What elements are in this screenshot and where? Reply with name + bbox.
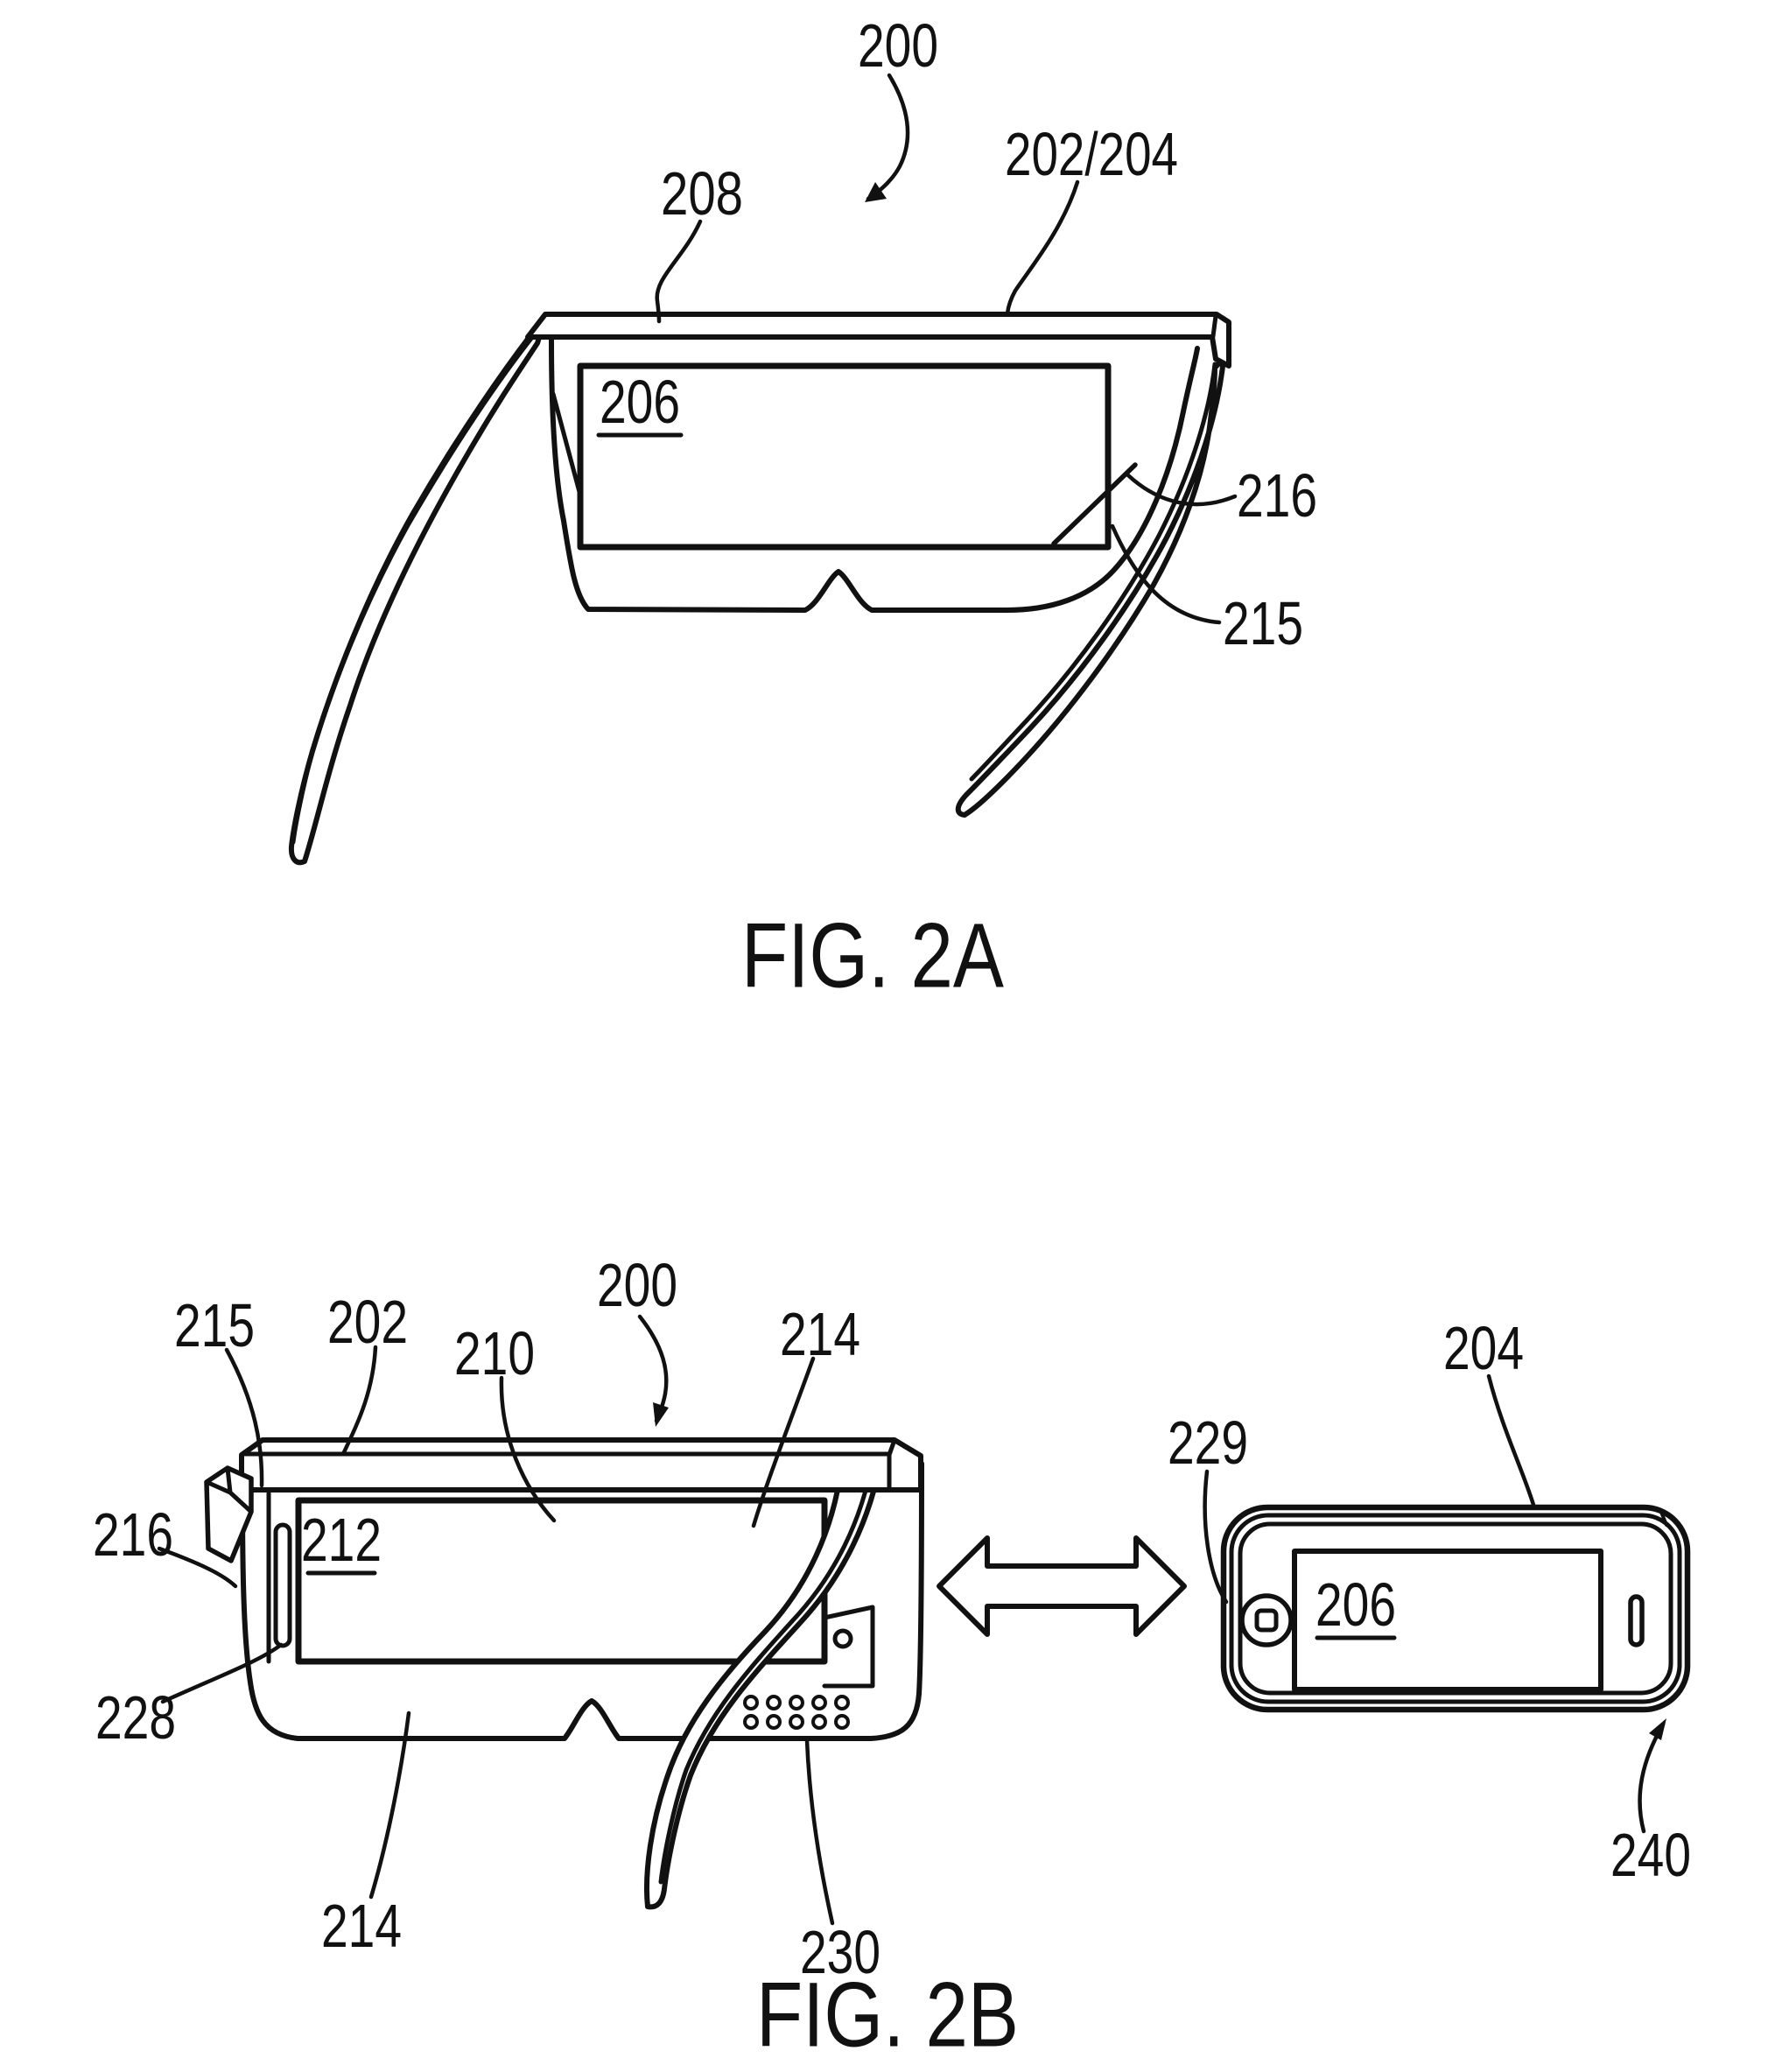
phone-screen [1292, 1549, 1603, 1692]
phone-home-button [1239, 1593, 1294, 1647]
fig2a-caption: FIG. 2A [741, 905, 1004, 1008]
fig2b-label-200: 200 [597, 1251, 677, 1319]
fig2b-label-204: 204 [1443, 1314, 1524, 1382]
fig2b-label-206: 206 [1315, 1570, 1396, 1639]
fig2a-label-200: 200 [858, 11, 938, 80]
fig2a-right-side-wall [1051, 462, 1138, 546]
fig2b-side-button [832, 1628, 853, 1649]
fig2a-label-202-204: 202/204 [1005, 120, 1178, 188]
fig2a-leader-202-204 [1005, 179, 1080, 316]
fig2b-drawing: 200 215 202 210 214 216 212 228 214 230 [93, 1251, 1691, 2067]
fig2b-connector-slot [273, 1522, 292, 1648]
fig2b-latch-tab-facet-lines [204, 1465, 254, 1514]
fig2b-leader-202 [341, 1345, 378, 1455]
phone-earpiece-slot [1628, 1594, 1645, 1647]
fig2a-leader-215 [1110, 523, 1222, 625]
fig2b-label-229: 229 [1168, 1408, 1248, 1477]
fig2b-speaker-holes [743, 1695, 850, 1730]
fig2b-leader-214-top [751, 1356, 816, 1528]
fig2b-label-214-top: 214 [780, 1300, 860, 1368]
fig2b-temple-arm [644, 1454, 884, 1910]
fig2a-label-216: 216 [1237, 461, 1317, 530]
phone-home-button-glyph [1254, 1608, 1279, 1633]
fig2b-arrowhead-240 [1649, 1718, 1666, 1740]
fig2b-leader-229 [1203, 1469, 1229, 1605]
phone-case-inner-line [1229, 1513, 1682, 1704]
fig2a-temple-arm-left [288, 313, 549, 866]
fig2b-top-bar-end-cap-line [887, 1437, 897, 1491]
fig2b-goggle-face [240, 1461, 924, 1741]
phone-outer-case [1220, 1504, 1691, 1713]
fig2a-leader-200 [866, 73, 910, 201]
fig2a-left-inner-wall-line [551, 391, 582, 495]
fig2a-label-208: 208 [661, 159, 743, 228]
fig2a-drawing: 200 208 202/204 206 216 215 FIG. 2A [288, 11, 1317, 1008]
fig2b-side-panel [822, 1605, 875, 1689]
fig2b-top-bar [239, 1437, 923, 1493]
fig2a-goggle-face [549, 337, 1200, 613]
fig2b-leader-230 [804, 1738, 835, 1926]
fig2a-top-bar [525, 312, 1231, 369]
fig2b-label-230: 230 [800, 1918, 880, 1986]
fig2b-label-215: 215 [174, 1291, 255, 1359]
fig2b-label-214-bottom: 214 [321, 1892, 402, 1960]
fig2a-label-215: 215 [1223, 589, 1303, 657]
phone-front-face [1238, 1521, 1673, 1696]
fig2b-leader-240 [1638, 1722, 1666, 1834]
fig2a-leader-208 [655, 219, 703, 324]
phone-power-button-tick [1659, 1508, 1668, 1527]
fig2b-leader-214-bottom [368, 1710, 411, 1900]
fig2b-label-216: 216 [93, 1500, 173, 1569]
fig2b-leader-228 [160, 1642, 284, 1704]
fig2b-temple-arm-edge-line [658, 1457, 875, 1885]
fig2b-leader-204 [1486, 1373, 1536, 1507]
fig2a-temple-arm-right-edge-line [969, 362, 1217, 782]
fig2a-arrowhead-200 [865, 182, 887, 202]
fig2b-double-arrow [937, 1535, 1187, 1637]
fig2b-caption: FIG. 2B [756, 1964, 1019, 2067]
fig2b-leader-215 [224, 1347, 264, 1488]
fig2b-label-228: 228 [95, 1683, 176, 1752]
fig2b-leader-216 [157, 1546, 238, 1589]
fig2a-temple-arm-right [955, 356, 1226, 818]
fig2a-display-screen [577, 362, 1112, 551]
fig2b-label-212: 212 [301, 1506, 382, 1574]
fig2b-label-210: 210 [454, 1319, 535, 1387]
fig2a-leader-216 [1126, 473, 1238, 507]
fig2b-phone: 206 [1220, 1504, 1691, 1713]
fig2a-temple-arm-left-edge-line [291, 325, 543, 845]
fig2a-top-bar-end-cap-line [1210, 313, 1218, 339]
fig2b-label-202: 202 [327, 1288, 408, 1356]
fig2b-arrowhead-200 [653, 1402, 669, 1427]
fig2a-label-206: 206 [600, 368, 680, 436]
fig2b-leader-210 [499, 1375, 557, 1523]
fig2b-leader-200 [637, 1314, 669, 1423]
fig2b-label-240: 240 [1610, 1821, 1691, 1889]
